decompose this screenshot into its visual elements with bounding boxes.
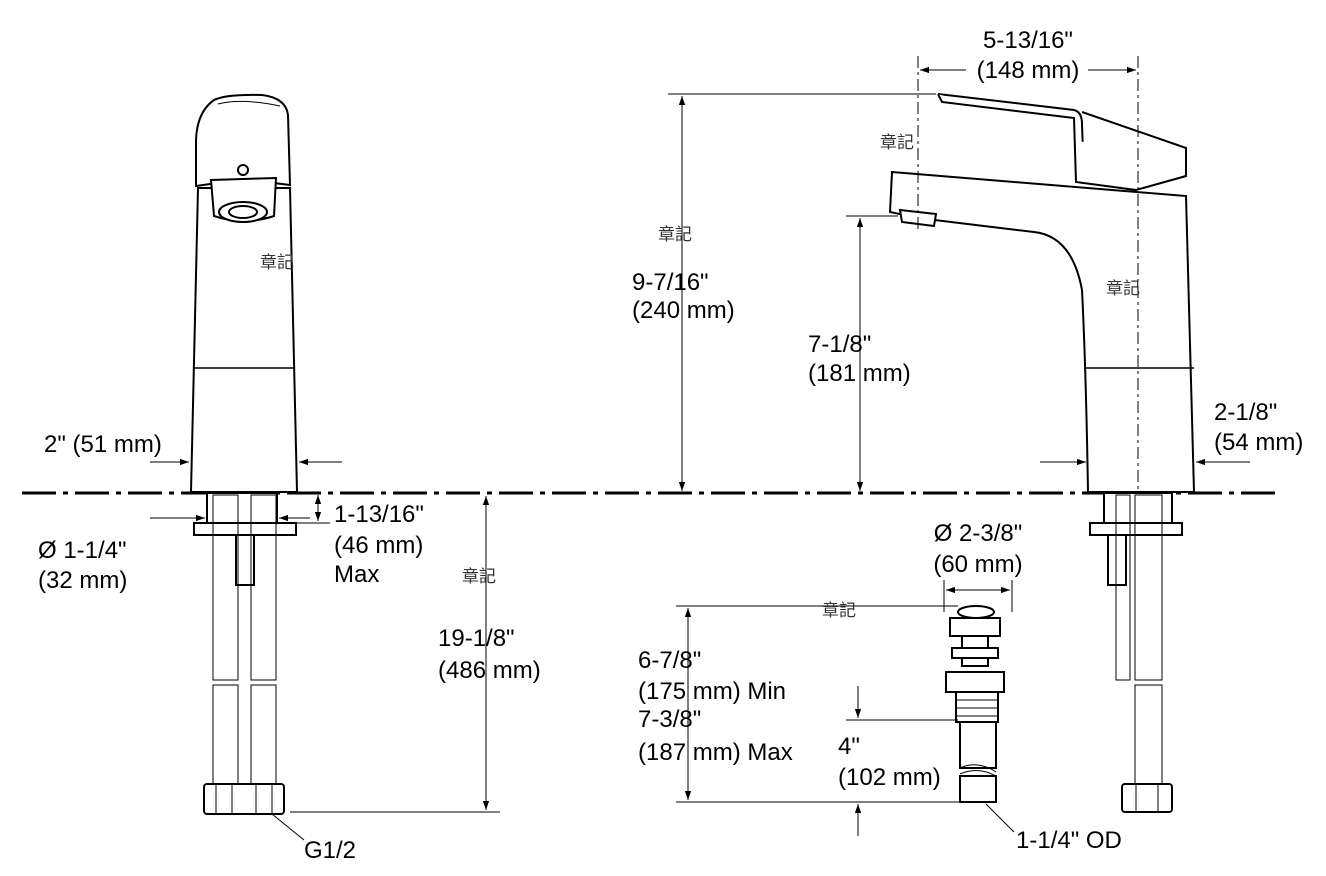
drain-min-label-mm: (175 mm) Min bbox=[638, 678, 786, 705]
pop-up-drain bbox=[945, 605, 1005, 803]
tail-label-mm: (102 mm) bbox=[838, 764, 941, 791]
base-right-label-mm: (54 mm) bbox=[1214, 429, 1303, 456]
base-right-label-in: 2-1/8" bbox=[1214, 399, 1277, 426]
front-view-faucet bbox=[189, 93, 299, 815]
base-left-label: 2" (51 mm) bbox=[44, 431, 162, 458]
connector-label: G1/2 bbox=[304, 837, 356, 864]
height-label-in: 9-7/16" bbox=[632, 269, 709, 296]
watermark: 章記 bbox=[658, 225, 692, 245]
watermark: 章記 bbox=[462, 567, 496, 587]
deck-label-in: 1-13/16" bbox=[334, 501, 424, 528]
deck-label-mm: (46 mm) bbox=[334, 532, 423, 559]
spout-label-mm: (181 mm) bbox=[808, 360, 911, 387]
drain-dia-label-mm: (60 mm) bbox=[933, 551, 1022, 578]
spout-label-in: 7-1/8" bbox=[808, 331, 871, 358]
tail-label-in: 4" bbox=[838, 733, 860, 760]
watermark: 章記 bbox=[880, 133, 914, 153]
watermark: 章記 bbox=[1106, 279, 1140, 299]
watermark: 章記 bbox=[822, 601, 856, 621]
tail-od-label: 1-1/4" OD bbox=[1016, 827, 1122, 854]
thread-dia-label-mm: (32 mm) bbox=[38, 567, 127, 594]
hose-label-in: 19-1/8" bbox=[438, 625, 515, 652]
top-width-label-mm: (148 mm) bbox=[977, 57, 1080, 84]
drain-dia-label-in: Ø 2-3/8" bbox=[934, 520, 1023, 547]
watermark: 章記 bbox=[260, 253, 294, 273]
side-view-faucet bbox=[888, 93, 1196, 813]
thread-dia-label-in: Ø 1-1/4" bbox=[38, 537, 127, 564]
hose-label-mm: (486 mm) bbox=[438, 657, 541, 684]
drain-max-label-in: 7-3/8" bbox=[638, 706, 701, 733]
drain-min-label-in: 6-7/8" bbox=[638, 647, 701, 674]
deck-label-max: Max bbox=[334, 561, 379, 588]
drain-max-label-mm: (187 mm) Max bbox=[638, 739, 793, 766]
height-label-mm: (240 mm) bbox=[632, 297, 735, 324]
top-width-label-in: 5-13/16" bbox=[983, 27, 1073, 54]
